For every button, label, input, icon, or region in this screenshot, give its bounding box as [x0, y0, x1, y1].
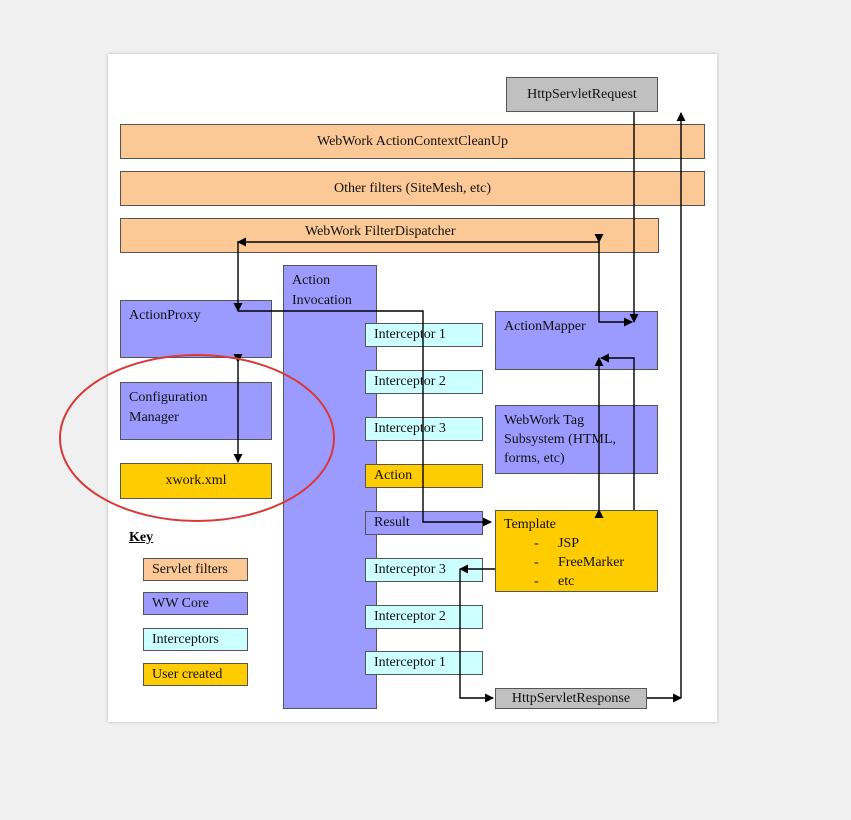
- interceptor-1-in-box: Interceptor 1: [365, 323, 483, 347]
- xwork-xml-label: xwork.xml: [165, 473, 227, 488]
- template-item-etc: etc: [534, 572, 649, 591]
- action-invocation-label-line-1: Action: [292, 273, 331, 288]
- dispatcher-proxy-arrow: [233, 241, 599, 312]
- interceptor-3-in-box: Interceptor 3: [365, 417, 483, 441]
- http-servlet-response-box: HttpServletResponse: [495, 688, 647, 709]
- key-interceptors: Interceptors: [143, 628, 248, 651]
- template-item-jsp: JSP: [534, 534, 649, 553]
- action-mapper-label: ActionMapper: [504, 319, 586, 334]
- key-interceptors-label: Interceptors: [152, 631, 219, 647]
- http-servlet-request-box: HttpServletRequest: [506, 77, 658, 112]
- key-user-created-label: User created: [152, 666, 223, 682]
- action-invocation-box: Action Invocation: [283, 265, 377, 709]
- result-box: Result: [365, 511, 483, 535]
- template-title: Template: [504, 517, 556, 532]
- proxy-to-chain-arrow: [238, 310, 492, 527]
- key-user-created: User created: [143, 663, 248, 686]
- tag-subsystem-box: WebWork Tag Subsystem (HTML, forms, etc): [495, 405, 658, 474]
- interceptor-2-out-box: Interceptor 2: [365, 605, 483, 629]
- action-proxy-label: ActionProxy: [129, 308, 201, 323]
- action-invocation-label-line-2: Invocation: [292, 293, 352, 308]
- action-proxy-box: ActionProxy: [120, 300, 272, 358]
- highlight-ellipse: [59, 354, 335, 522]
- http-servlet-request-label: HttpServletRequest: [527, 86, 637, 102]
- other-filters-label: Other filters (SiteMesh, etc): [333, 180, 492, 196]
- interceptor-3-in-label: Interceptor 3: [374, 421, 446, 436]
- action-box: Action: [365, 464, 483, 488]
- interceptor-to-response-arrow: [459, 569, 494, 703]
- action-context-cleanup-filter: WebWork ActionContextCleanUp: [120, 124, 705, 159]
- interceptor-2-out-label: Interceptor 2: [374, 609, 446, 624]
- interceptor-1-out-box: Interceptor 1: [365, 651, 483, 675]
- http-servlet-response-label: HttpServletResponse: [511, 690, 631, 706]
- tag-subsystem-label-line-1: WebWork Tag: [504, 413, 585, 428]
- action-context-cleanup-label: WebWork ActionContextCleanUp: [317, 133, 508, 149]
- configuration-manager-label-line-1: Configuration: [129, 390, 208, 405]
- interceptor-1-out-label: Interceptor 1: [374, 655, 446, 670]
- key-ww-core-label: WW Core: [152, 595, 209, 611]
- key-servlet-filters: Servlet filters: [143, 558, 248, 581]
- key-servlet-filters-label: Servlet filters: [152, 561, 228, 577]
- action-label: Action: [374, 468, 413, 483]
- other-filters-box: Other filters (SiteMesh, etc): [120, 171, 705, 206]
- key-title: Key: [129, 530, 154, 545]
- template-item-freemarker: FreeMarker: [534, 553, 649, 572]
- template-mapper-arrow: [600, 353, 635, 510]
- configuration-manager-box: Configuration Manager: [120, 382, 272, 440]
- interceptor-1-in-label: Interceptor 1: [374, 327, 446, 342]
- key-ww-core: WW Core: [143, 592, 248, 615]
- interceptor-3-out-label: Interceptor 3: [374, 562, 446, 577]
- interceptor-2-in-box: Interceptor 2: [365, 370, 483, 394]
- template-box: Template JSP FreeMarker etc: [495, 510, 658, 592]
- interceptor-3-out-box: Interceptor 3: [365, 558, 483, 582]
- result-label: Result: [374, 515, 410, 530]
- template-list: JSP FreeMarker etc: [504, 534, 649, 591]
- filter-dispatcher-box: WebWork FilterDispatcher: [120, 218, 659, 253]
- xwork-xml-box: xwork.xml: [120, 463, 272, 499]
- tag-subsystem-label-line-2: Subsystem (HTML,: [504, 432, 616, 447]
- filter-dispatcher-label: WebWork FilterDispatcher: [305, 224, 456, 239]
- dispatcher-mapper-arrow: [594, 234, 633, 327]
- configuration-manager-label-line-2: Manager: [129, 410, 179, 425]
- tag-subsystem-label-line-3: forms, etc): [504, 451, 565, 466]
- interceptor-2-in-label: Interceptor 2: [374, 374, 446, 389]
